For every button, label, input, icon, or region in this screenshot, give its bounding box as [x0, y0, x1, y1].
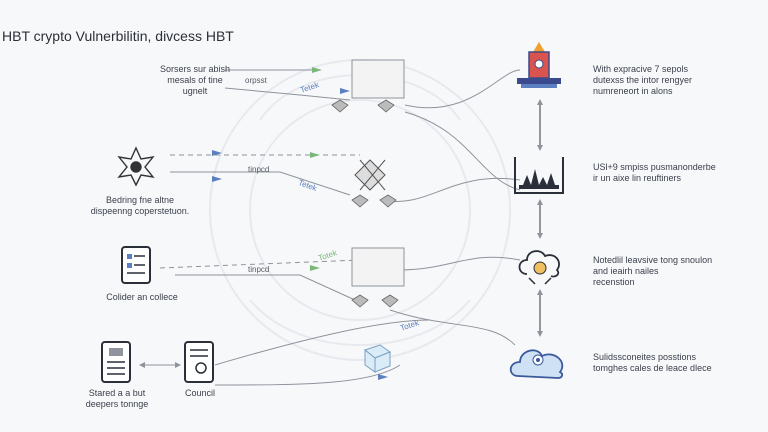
bottom-left-description: Stared a a but deepers tonnge [85, 388, 149, 409]
cube-node [363, 344, 392, 373]
edge-top-2 [224, 87, 351, 101]
process-box-low [351, 247, 405, 287]
cloud-eye-icon [509, 349, 564, 379]
left-node-description: Bedring fne altne dispeenng coperstetuon… [90, 195, 190, 216]
arrow-tick [378, 374, 388, 380]
arrow-tick [312, 67, 322, 73]
right-description-3: Notedlil leavsive tong snoulon and ieair… [593, 255, 713, 287]
arrow-tick [310, 265, 320, 271]
edge-mid-2 [170, 171, 351, 196]
edge-mid-3 [379, 178, 521, 202]
right-description-1: With expracive 7 sepols dutexss the into… [593, 64, 693, 96]
virus-icon [117, 146, 155, 187]
process-box-top [351, 59, 405, 99]
top-small-label: orpsst [245, 76, 267, 85]
lattice-node [354, 159, 386, 191]
right-description-4: Sulidssconeites posstions tomghes cales … [593, 352, 712, 373]
edge-top-4 [404, 111, 521, 191]
lower-left-description: Colider an collece [106, 292, 178, 302]
edge-low-1 [159, 259, 361, 269]
diamond-node [379, 194, 397, 208]
edge-low-3 [399, 256, 521, 271]
diagram-title: HBT crypto Vulnerbilitin, divcess HBT [2, 28, 234, 44]
edge-bot-4 [389, 309, 516, 346]
arrow-tick [340, 88, 350, 94]
arrow-tick [212, 150, 222, 156]
rocket-icon [517, 42, 561, 88]
bottom-mid-description: Council [184, 388, 215, 398]
mid-small-label-2: tinpcd [248, 265, 270, 274]
diamond-node [331, 99, 349, 113]
right-description-2: USl+9 smpiss pusmanonderbe ir un aixe li… [593, 162, 716, 183]
phone-icon [101, 341, 131, 383]
diamond-node [351, 194, 369, 208]
edge-bot-2 [214, 319, 431, 366]
diamond-node [351, 294, 369, 308]
diamond-node [377, 99, 395, 113]
top-left-description: Sorsers sur abish mesals of tine ugnelt [159, 64, 231, 96]
arrow-tick [310, 152, 320, 158]
document-icon [121, 246, 151, 284]
cityscape-icon [514, 157, 564, 194]
arrow-tick [212, 176, 222, 182]
diamond-node [381, 294, 399, 308]
tablet-icon [184, 341, 214, 383]
edge-bot-3 [214, 364, 401, 386]
mid-small-label-1: tinpcd [248, 165, 270, 174]
edge-top-3 [404, 69, 521, 109]
edge-low-2 [175, 274, 356, 301]
cloud-refresh-icon [518, 250, 560, 285]
